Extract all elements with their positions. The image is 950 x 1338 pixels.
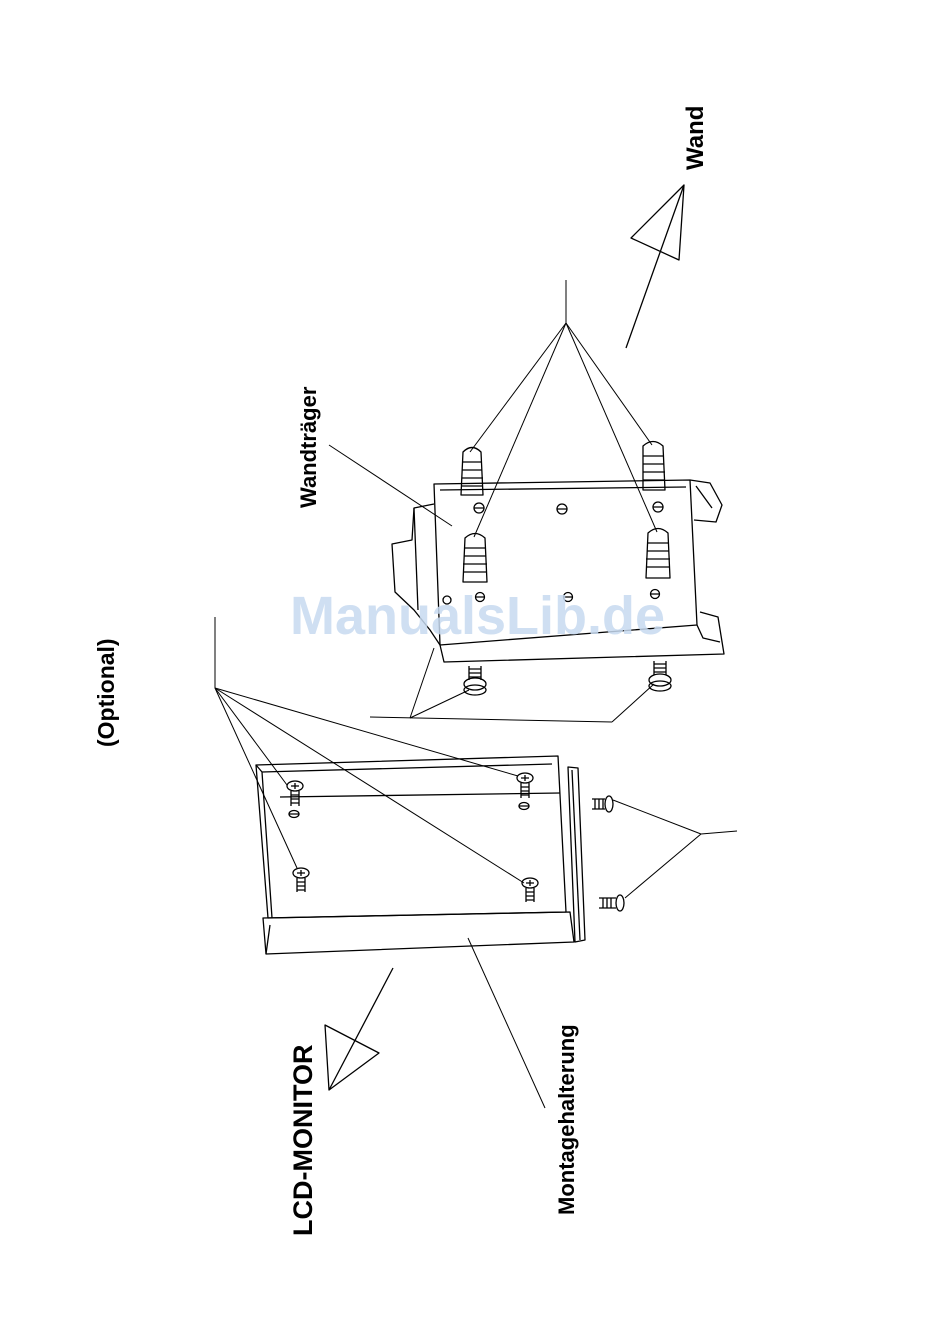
screw-3: [293, 868, 309, 892]
loose-screw-2: [599, 895, 624, 911]
watermark: ManualsLib.de: [290, 585, 665, 647]
screw-4: [522, 878, 538, 902]
lcd-monitor-arrow: [325, 968, 393, 1090]
screw-1: [287, 781, 303, 806]
anchor-1: [461, 448, 483, 496]
wall-arrow: [626, 185, 684, 348]
screw-2: [517, 773, 533, 798]
bolt-right: [649, 661, 671, 691]
bracket-bolts: [464, 661, 671, 695]
label-lcd-monitor: LCD-MONITOR: [290, 1045, 317, 1236]
label-wall-bracket: Wandträger: [298, 387, 320, 508]
anchor-4: [646, 529, 670, 579]
mounting-bracket-part: [256, 756, 585, 954]
leader-lines: [215, 280, 737, 1108]
label-wall: Wand: [684, 106, 708, 170]
monitor-screws: [287, 773, 538, 902]
label-mounting-bracket: Montagehalterung: [556, 1024, 578, 1215]
label-optional: (Optional): [95, 638, 118, 747]
anchor-3: [463, 534, 487, 583]
anchor-2: [643, 442, 665, 491]
loose-screws: [592, 796, 624, 911]
loose-screw-1: [592, 796, 613, 812]
